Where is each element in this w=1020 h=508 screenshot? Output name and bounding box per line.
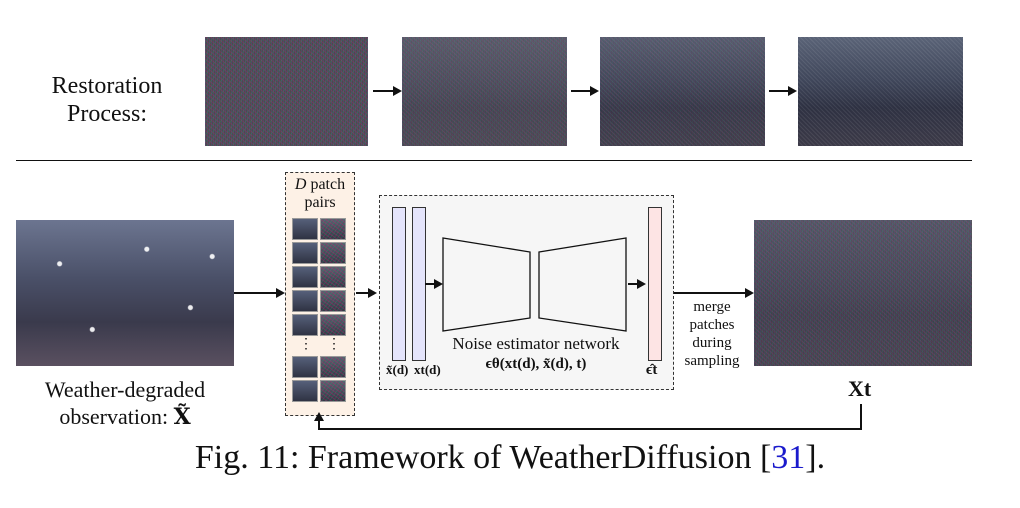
output-epsilon-label: ϵ̂t [646,362,657,379]
arrow-network-to-output [674,292,746,294]
merge-label: merge patches during sampling [672,298,752,370]
citation-link[interactable]: 31 [771,439,805,476]
network-formula: ϵθ(xt(d), x̃(d), t) [436,354,636,374]
feedback-line-horizontal [318,428,862,430]
feedback-line-up [318,420,320,430]
output-bar-epsilon [648,207,662,361]
output-xt-symbol: Xt [848,376,871,402]
output-xt-image [754,220,972,366]
encoder-trapezoid [443,238,530,331]
feedback-arrowhead [314,412,324,421]
figure-caption: Fig. 11: Framework of WeatherDiffusion [… [0,434,1020,482]
arrow-to-output-head [637,279,646,289]
feedback-line-down [860,404,862,430]
network-label: Noise estimator network ϵθ(xt(d), x̃(d),… [436,334,636,374]
decoder-trapezoid [539,238,626,331]
arrow-network-to-output-head [745,288,754,298]
